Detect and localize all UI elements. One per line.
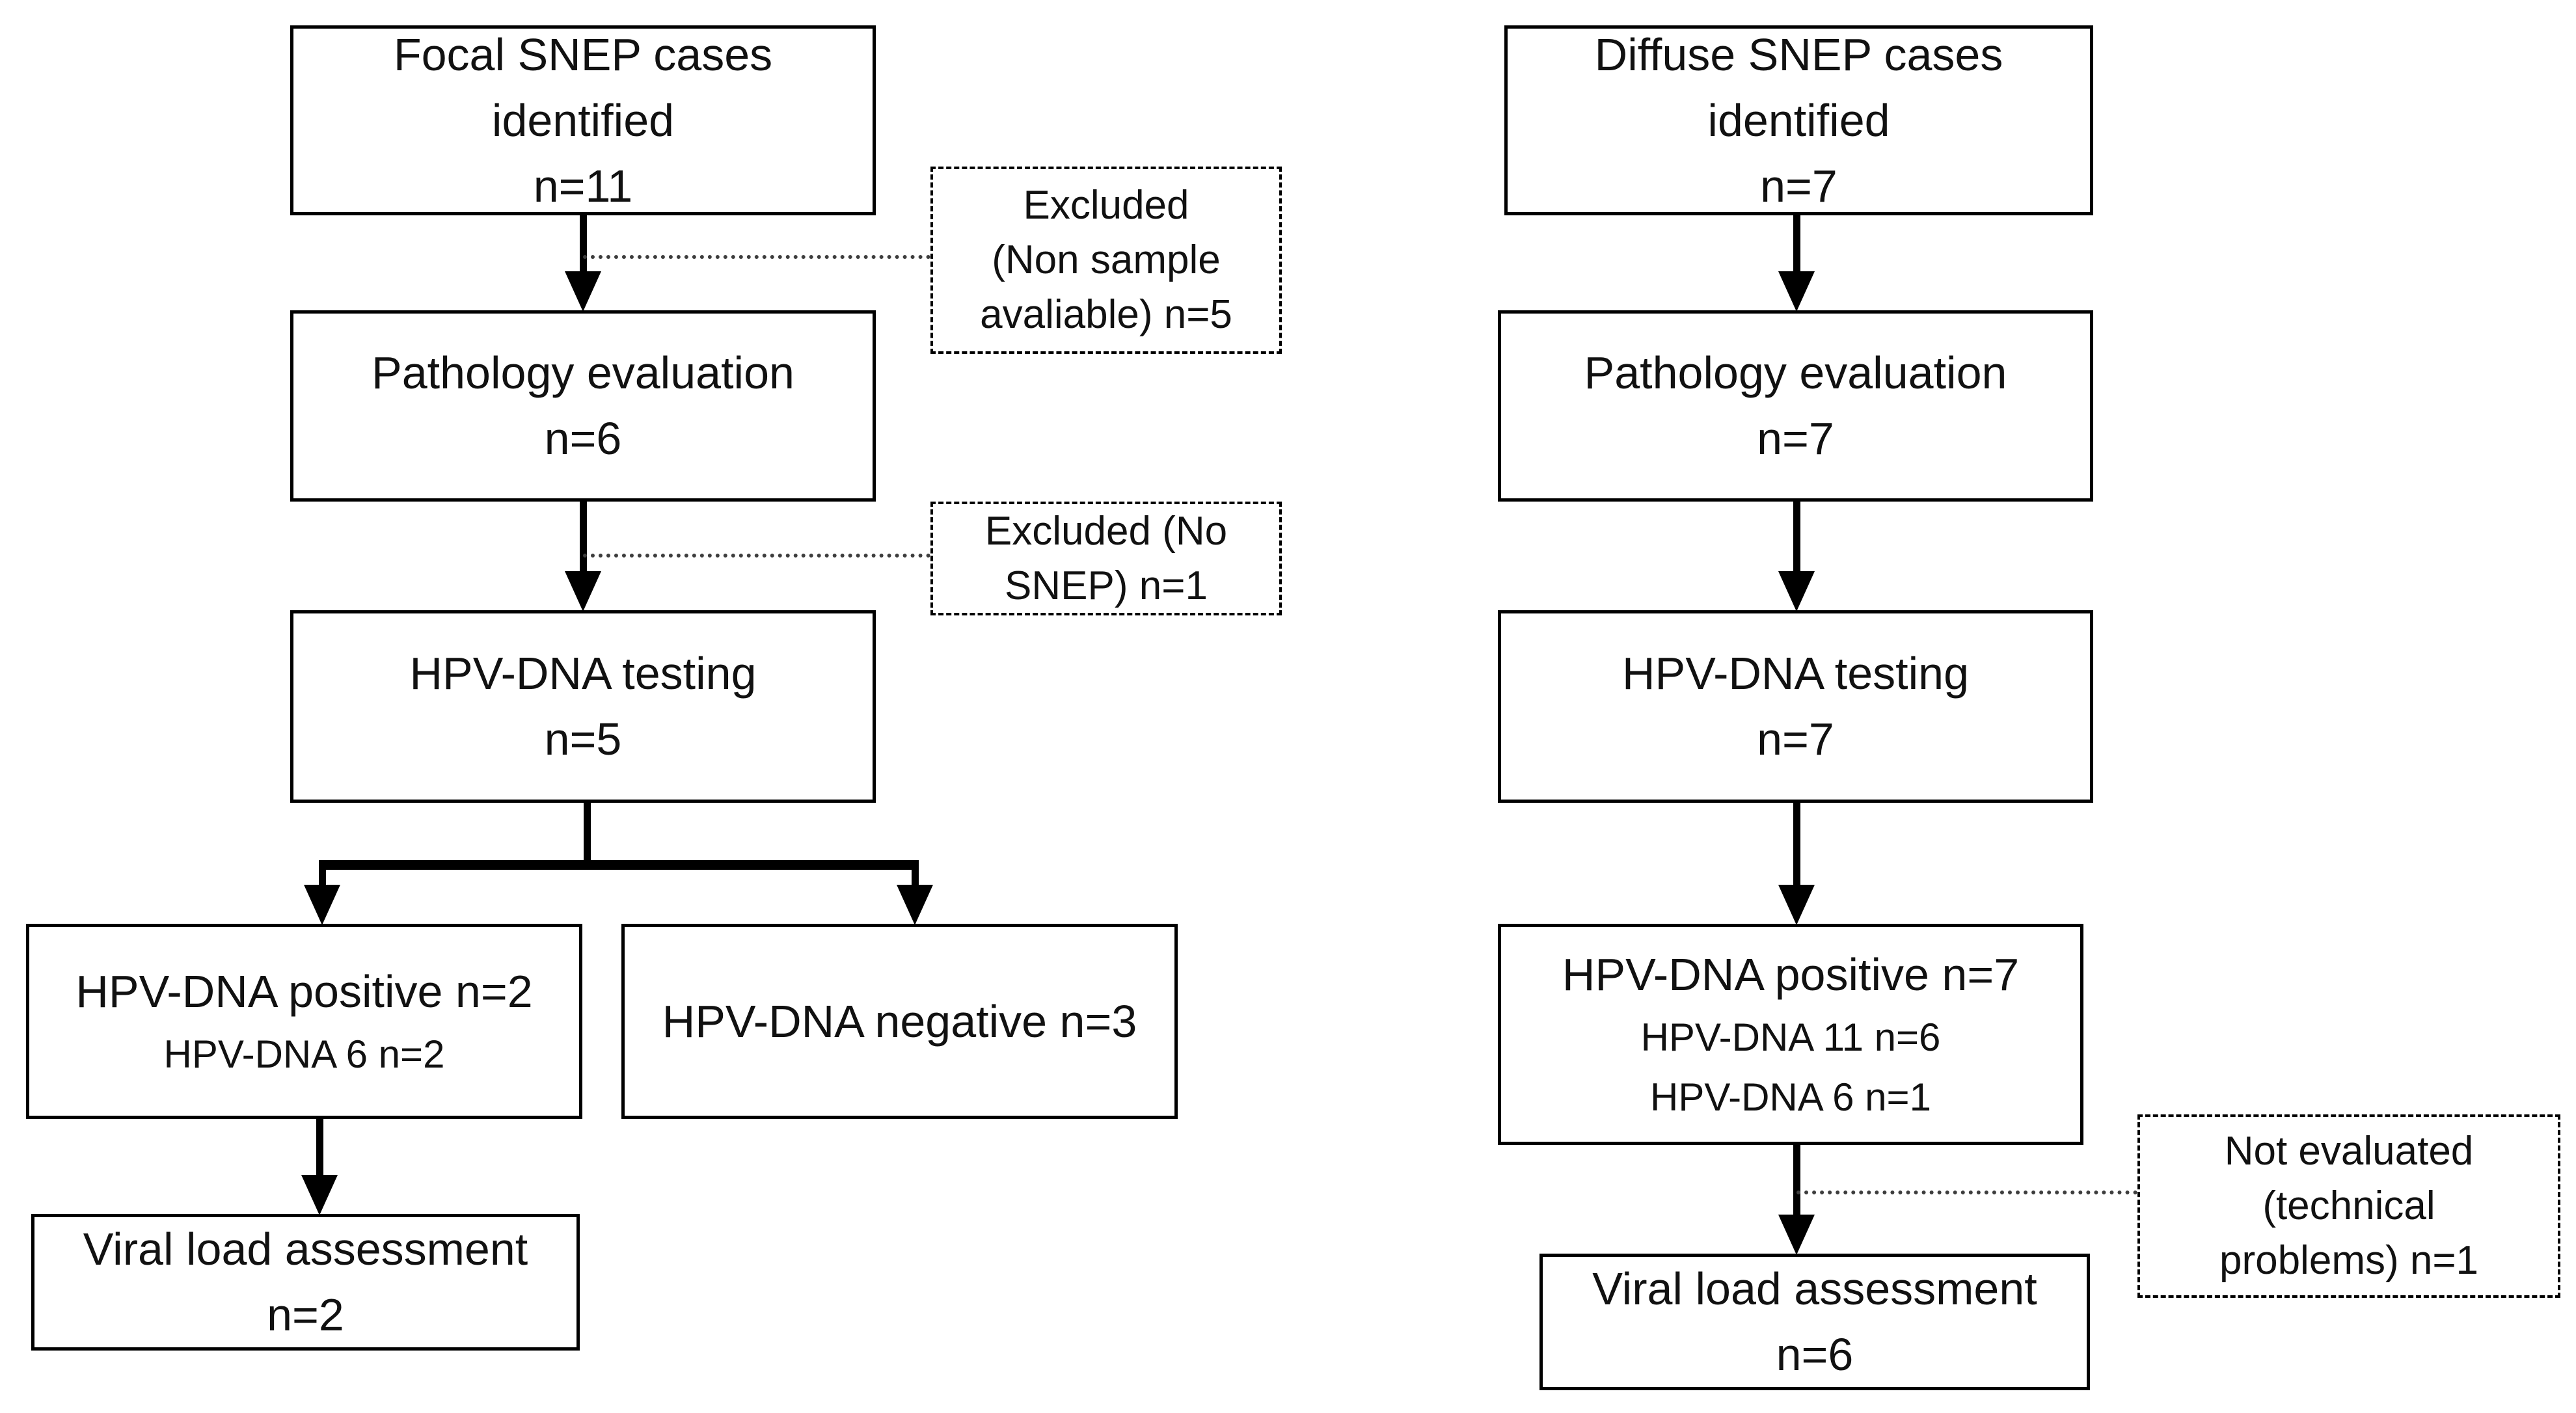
- box-focal-viral-load-assessment: Viral load assessment n=2: [31, 1214, 580, 1351]
- arrow-diffuse-pathology-to-testing: [1778, 502, 1815, 612]
- box-text-line: Pathology evaluation: [372, 347, 794, 398]
- box-text-line: problems) n=1: [2219, 1238, 2479, 1283]
- box-text-line: Focal SNEP cases: [393, 29, 773, 80]
- box-text-line: Viral load assessment: [1592, 1263, 2037, 1314]
- box-text-line: Diffuse SNEP cases: [1594, 29, 2003, 80]
- box-text-line: HPV-DNA testing: [1622, 648, 1969, 699]
- arrow-branch-to-negative: [897, 865, 933, 925]
- box-diffuse-hpv-dna-positive: HPV-DNA positive n=7 HPV-DNA 11 n=6 HPV-…: [1498, 924, 2083, 1145]
- box-text-line: (Non sample: [992, 237, 1221, 282]
- branch-horizontal-line: [319, 860, 919, 870]
- box-text-line: n=6: [1776, 1329, 1854, 1380]
- arrow-diffuse-testing-to-positive: [1778, 803, 1815, 925]
- box-text-line: n=7: [1757, 413, 1834, 464]
- box-text-line: n=11: [533, 160, 633, 211]
- box-text-line: HPV-DNA 6 n=1: [1650, 1075, 1931, 1119]
- box-text-line: (technical: [2262, 1183, 2435, 1228]
- box-text-line: n=2: [267, 1289, 344, 1340]
- box-text-line: HPV-DNA 11 n=6: [1640, 1015, 1941, 1059]
- box-excluded-non-sample-available: Excluded (Non sample avaliable) n=5: [930, 167, 1282, 354]
- box-not-evaluated-technical-problems: Not evaluated (technical problems) n=1: [2137, 1114, 2560, 1298]
- box-text-line: n=7: [1757, 714, 1834, 764]
- arrow-focal-pathology-to-testing: [565, 502, 601, 612]
- box-text-line: n=6: [544, 413, 622, 464]
- box-text-line: n=5: [544, 714, 622, 764]
- dotted-connector-excluded-non-sample: [583, 255, 930, 259]
- arrow-focal-identified-to-pathology: [565, 215, 601, 312]
- box-focal-cases-identified: Focal SNEP cases identified n=11: [290, 25, 876, 215]
- box-text-line: HPV-DNA negative n=3: [662, 995, 1137, 1047]
- box-text-line: avaliable) n=5: [980, 292, 1232, 337]
- box-text-line: n=7: [1760, 160, 1837, 211]
- box-text-line: HPV-DNA positive n=7: [1562, 949, 2020, 1000]
- box-diffuse-viral-load-assessment: Viral load assessment n=6: [1539, 1254, 2090, 1390]
- arrow-diffuse-identified-to-pathology: [1778, 215, 1815, 312]
- arrow-diffuse-positive-to-viral-load: [1778, 1145, 1815, 1255]
- box-focal-hpv-dna-negative: HPV-DNA negative n=3: [621, 924, 1178, 1119]
- box-text-line: Excluded: [1023, 183, 1189, 228]
- box-text-line: Viral load assessment: [83, 1224, 528, 1274]
- dotted-connector-excluded-no-snep: [583, 554, 930, 558]
- dotted-connector-not-evaluated: [1796, 1191, 2137, 1194]
- box-focal-pathology-evaluation: Pathology evaluation n=6: [290, 310, 876, 502]
- box-text-line: identified: [1707, 94, 1890, 146]
- arrow-branch-to-positive: [304, 865, 340, 925]
- box-diffuse-pathology-evaluation: Pathology evaluation n=7: [1498, 310, 2093, 502]
- box-diffuse-cases-identified: Diffuse SNEP cases identified n=7: [1504, 25, 2093, 215]
- box-text-line: Excluded (No: [984, 508, 1228, 554]
- box-text-line: HPV-DNA testing: [409, 648, 757, 699]
- arrow-focal-positive-to-viral-load: [301, 1119, 338, 1215]
- box-text-line: HPV-DNA positive n=2: [75, 965, 533, 1017]
- box-diffuse-hpv-dna-testing: HPV-DNA testing n=7: [1498, 610, 2093, 803]
- box-text-line: Pathology evaluation: [1584, 347, 2007, 398]
- box-excluded-no-snep: Excluded (No SNEP) n=1: [930, 502, 1282, 615]
- branch-stub-line: [584, 803, 591, 863]
- box-text-line: identified: [491, 94, 675, 146]
- box-text-line: HPV-DNA 6 n=2: [163, 1032, 445, 1076]
- box-text-line: SNEP) n=1: [1005, 563, 1208, 608]
- box-text-line: Not evaluated: [2224, 1129, 2474, 1174]
- box-focal-hpv-dna-positive: HPV-DNA positive n=2 HPV-DNA 6 n=2: [26, 924, 582, 1119]
- box-focal-hpv-dna-testing: HPV-DNA testing n=5: [290, 610, 876, 803]
